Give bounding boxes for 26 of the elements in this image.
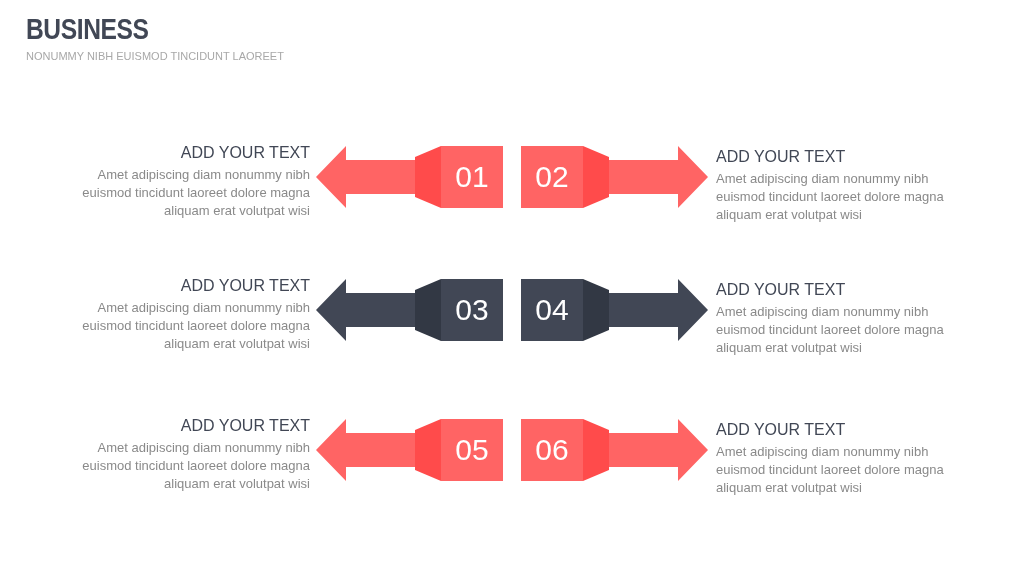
block-arrow xyxy=(316,419,415,481)
item-description: Amet adipiscing diam nonummy nibh euismod tincidunt laoreet dolore magna aliquam erat volutpat wisi xyxy=(716,170,945,224)
number-box: 06 xyxy=(521,419,583,481)
item-heading: ADD YOUR TEXT xyxy=(716,148,846,166)
block-arrow xyxy=(316,279,415,341)
block-arrow xyxy=(609,419,708,481)
slide-title: BUSINESS xyxy=(26,12,149,46)
number-box: 03 xyxy=(441,279,503,341)
number-box: 01 xyxy=(441,146,503,208)
number-box: 02 xyxy=(521,146,583,208)
block-arrow xyxy=(316,146,415,208)
block-arrow xyxy=(609,146,708,208)
item-heading: ADD YOUR TEXT xyxy=(180,417,310,435)
slide-subtitle: NONUMMY NIBH EUISMOD TINCIDUNT LAOREET xyxy=(26,50,284,62)
item-heading: ADD YOUR TEXT xyxy=(180,144,310,162)
item-description: Amet adipiscing diam nonummy nibh euismod tincidunt laoreet dolore magna aliquam erat volutpat wisi xyxy=(81,166,310,220)
item-heading: ADD YOUR TEXT xyxy=(180,277,310,295)
item-description: Amet adipiscing diam nonummy nibh euismod tincidunt laoreet dolore magna aliquam erat volutpat wisi xyxy=(716,303,945,357)
item-description: Amet adipiscing diam nonummy nibh euismod tincidunt laoreet dolore magna aliquam erat volutpat wisi xyxy=(81,439,310,493)
number-box: 05 xyxy=(441,419,503,481)
item-heading: ADD YOUR TEXT xyxy=(716,421,846,439)
item-description: Amet adipiscing diam nonummy nibh euismod tincidunt laoreet dolore magna aliquam erat volutpat wisi xyxy=(716,443,945,497)
item-description: Amet adipiscing diam nonummy nibh euismod tincidunt laoreet dolore magna aliquam erat volutpat wisi xyxy=(81,299,310,353)
number-box: 04 xyxy=(521,279,583,341)
item-heading: ADD YOUR TEXT xyxy=(716,281,846,299)
block-arrow xyxy=(609,279,708,341)
